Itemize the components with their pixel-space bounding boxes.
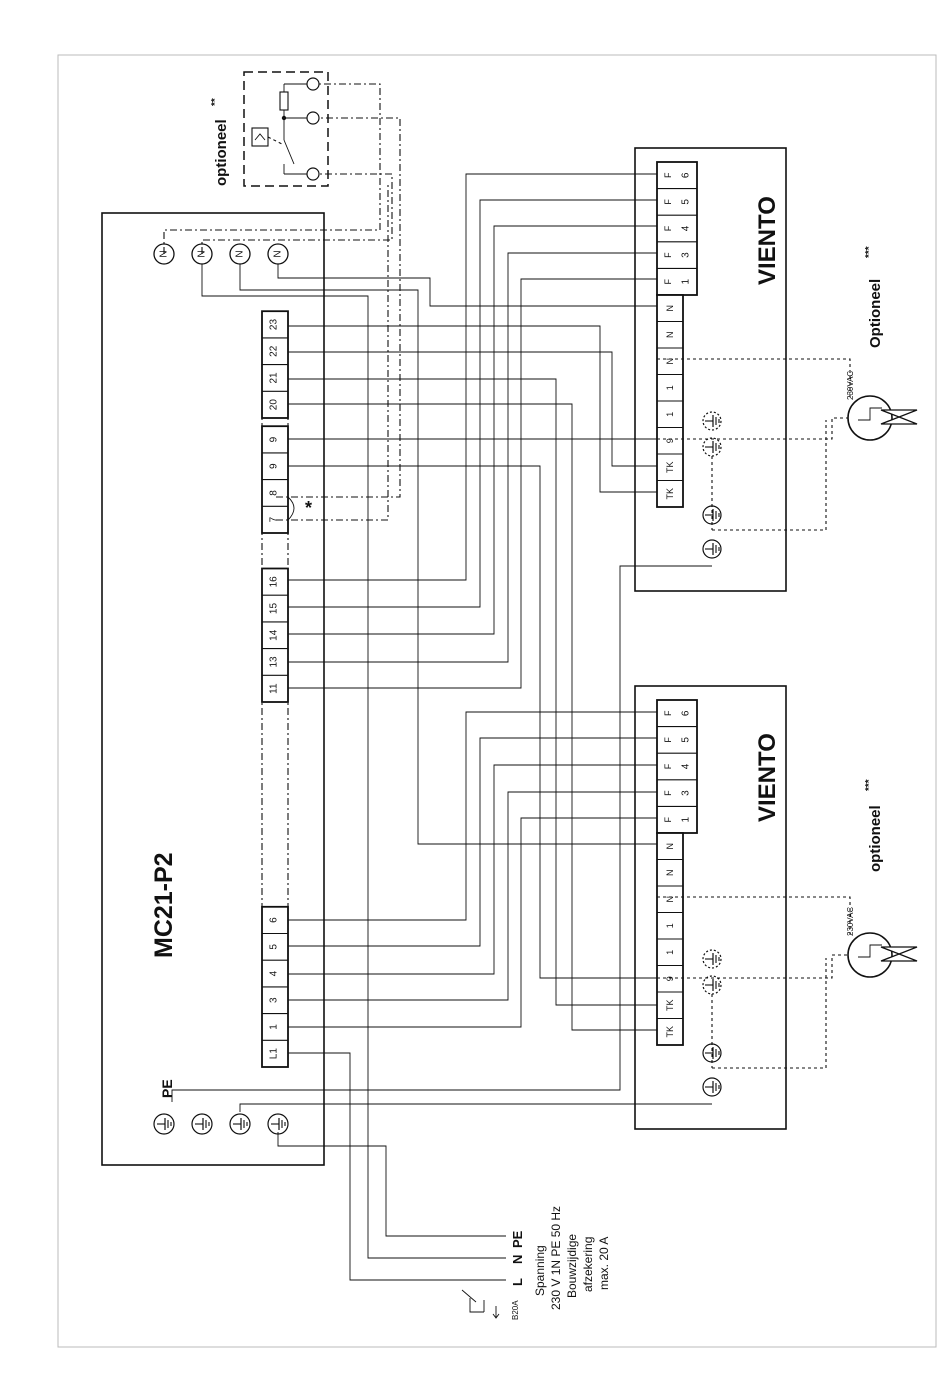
valve-1-label: Optioneel — [867, 279, 884, 348]
pe-terminal-icon — [154, 1114, 174, 1134]
viento-f-letter: F — [663, 252, 673, 258]
viento-f-terminal: 5 — [681, 737, 692, 743]
controller-terminal: 21 — [269, 372, 280, 384]
valve-2: optioneel *** 230VAC — [846, 779, 917, 977]
viento-2-title: VIENTO — [754, 733, 781, 822]
viento-f-terminal: 5 — [681, 199, 692, 205]
neutral-terminal-label: N — [235, 250, 246, 257]
controller-box — [102, 213, 324, 1165]
valve-1: Optioneel *** 230VAC — [846, 246, 917, 440]
viento-f-letter: F — [663, 816, 673, 822]
controller-terminal: 3 — [269, 997, 280, 1003]
fuse-label: B20A — [511, 1300, 520, 1320]
supply-line4: afzekering — [581, 1237, 595, 1292]
viento-terminal: N — [665, 332, 675, 339]
viento-1-title: VIENTO — [754, 196, 781, 285]
controller-terminal: 23 — [269, 319, 280, 331]
viento-earth-icon — [703, 1044, 721, 1062]
viento-earth-icon — [703, 506, 721, 524]
controller-terminal: 22 — [269, 345, 280, 357]
viento-f-terminal: 4 — [681, 763, 692, 769]
controller-terminal: 13 — [269, 656, 280, 668]
viento-earth-icon — [703, 950, 721, 968]
viento-f-terminal: 1 — [681, 278, 692, 284]
valve-2-label: optioneel — [867, 805, 884, 872]
neutral-terminal: N — [230, 244, 250, 264]
viento-f-terminal: 6 — [681, 172, 692, 178]
viento-f-terminal: 3 — [681, 790, 692, 796]
viento-terminal: N — [665, 305, 675, 312]
viento-f-terminal: 3 — [681, 252, 692, 258]
optional-top-label: optioneel — [213, 119, 230, 186]
optional-top-suffix: ** — [210, 98, 221, 106]
viento-terminal: 1 — [665, 923, 675, 928]
viento-earth-icon — [703, 412, 721, 430]
thermostat-symbol — [252, 78, 319, 180]
viento-terminal: 1 — [665, 385, 675, 390]
supply-line2: 230 V 1N PE 50 Hz — [549, 1206, 563, 1310]
supply-n-label: N — [510, 1255, 525, 1264]
controller-terminal: 1 — [269, 1024, 280, 1030]
valve-1-suffix: *** — [864, 246, 875, 258]
viento-f-letter: F — [663, 172, 673, 178]
controller-terminal: L1 — [269, 1048, 280, 1060]
supply-line1: Spanning — [533, 1245, 547, 1296]
controller-terminal: 6 — [269, 917, 280, 923]
supply-line3: Bouwzijdige — [565, 1234, 579, 1298]
viento-f-letter: F — [663, 199, 673, 205]
pe-terminal-icon — [192, 1114, 212, 1134]
controller-terminal: 5 — [269, 944, 280, 950]
controller-pe-label: PE — [159, 1079, 175, 1098]
viento-f-letter: F — [663, 710, 673, 716]
viento-f-letter: F — [663, 790, 673, 796]
viento-earth-icon — [703, 1078, 721, 1096]
supply-line5: max. 20 A — [597, 1237, 611, 1290]
viento-terminal: TK — [665, 1026, 675, 1038]
viento-terminal: N — [665, 870, 675, 877]
viento-terminal: 1 — [665, 950, 675, 955]
pe-terminal-icon — [268, 1114, 288, 1134]
viento-earth-icon — [703, 438, 721, 456]
viento-f-letter: F — [663, 763, 673, 769]
viento-terminal: N — [665, 843, 675, 850]
controller-terminal: 4 — [269, 970, 280, 976]
neutral-terminal-label: N — [273, 250, 284, 257]
viento-f-letter: F — [663, 737, 673, 743]
supply-l-label: L — [510, 1278, 525, 1286]
controller-terminal: 9 — [269, 463, 280, 469]
viento-terminal: 9 — [665, 976, 675, 981]
fuse-symbol — [462, 1290, 499, 1318]
controller-terminal: 9 — [269, 436, 280, 442]
controller-terminal: 16 — [269, 576, 280, 588]
controller-terminal: 8 — [269, 490, 280, 496]
viento-f-letter: F — [663, 278, 673, 284]
viento-terminal: TK — [665, 488, 675, 500]
bridge-mark: * — [305, 498, 312, 518]
viento-f-letter: F — [663, 225, 673, 231]
controller-terminal: 7 — [269, 516, 280, 522]
supply-block: PE N L Spanning 230 V 1N PE 50 Hz Bouwzi… — [462, 1206, 611, 1320]
valve-2-suffix: *** — [864, 779, 875, 791]
viento-earth-icon — [703, 540, 721, 558]
viento-f-terminal: 6 — [681, 710, 692, 716]
viento-earth-icon — [703, 976, 721, 994]
viento-terminal: TK — [665, 461, 675, 473]
viento-f-terminal: 1 — [681, 816, 692, 822]
neutral-terminal: N — [268, 244, 288, 264]
controller-terminal: 14 — [269, 629, 280, 641]
controller-title: MC21-P2 — [150, 852, 178, 958]
controller-terminal: 15 — [269, 603, 280, 615]
supply-pe-label: PE — [510, 1230, 525, 1248]
viento-f-terminal: 4 — [681, 225, 692, 231]
viento-terminal: 1 — [665, 412, 675, 417]
pe-terminal-icon — [230, 1114, 250, 1134]
controller-terminal: 20 — [269, 399, 280, 411]
viento-terminal: TK — [665, 999, 675, 1011]
controller-terminal: 11 — [269, 683, 280, 694]
